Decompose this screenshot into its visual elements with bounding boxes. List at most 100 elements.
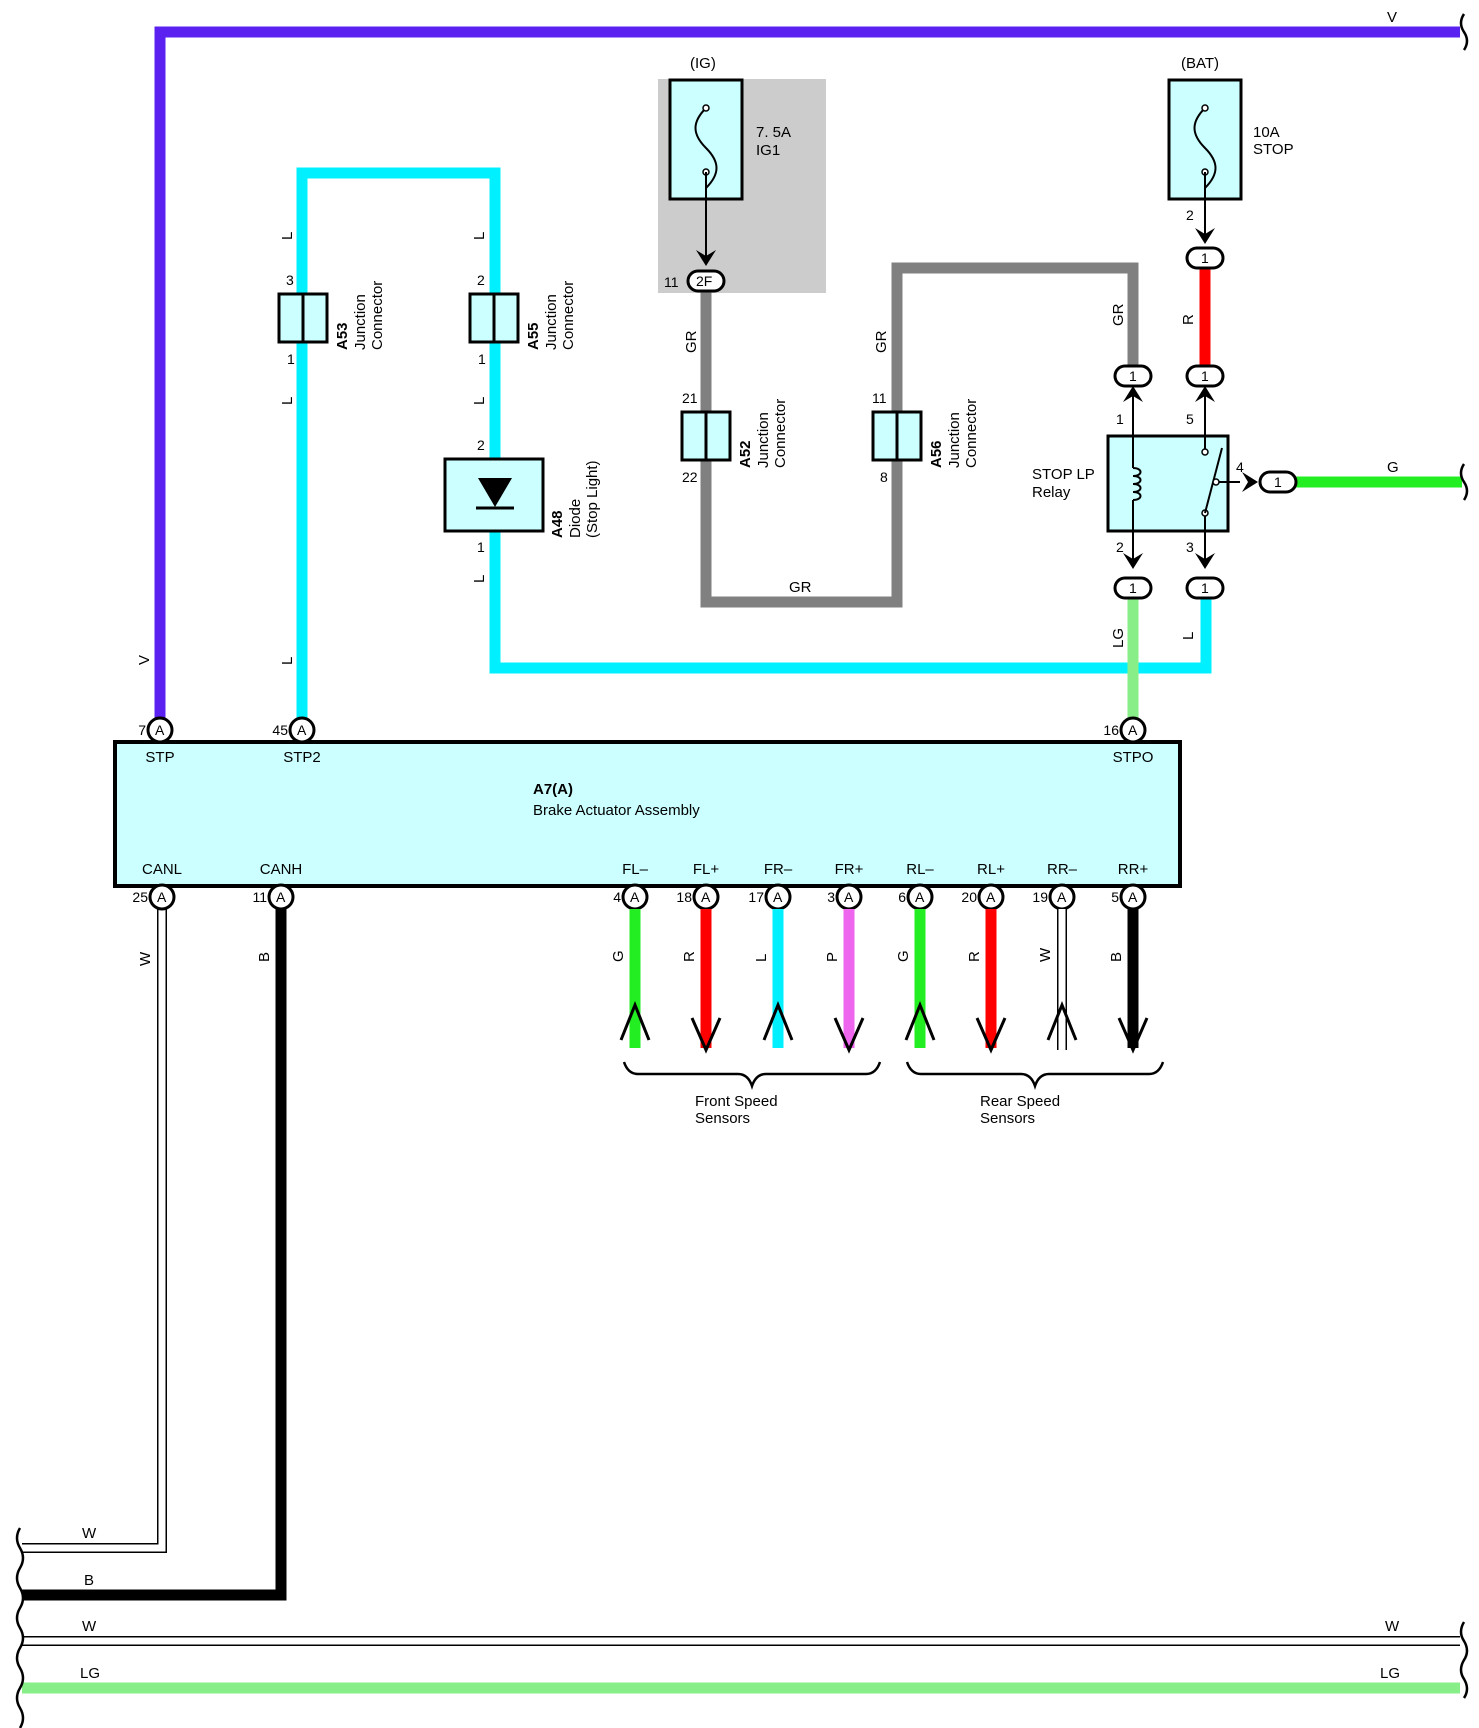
- break-mark: [15, 1527, 25, 1728]
- pin-number: 8: [880, 469, 888, 485]
- arrow-up-icon: [619, 1000, 651, 1041]
- wire-label-w: W: [82, 1525, 97, 1542]
- arrow-up-icon: [904, 1000, 936, 1041]
- pin-number: 6: [898, 889, 906, 905]
- pin-number: 2: [477, 272, 485, 288]
- pin-number: 1: [1116, 411, 1124, 427]
- connector-label: 2F: [696, 273, 712, 289]
- wire-label-gr: GR: [789, 579, 812, 596]
- svg-text:1: 1: [1201, 368, 1209, 384]
- connector-letter: A: [986, 889, 996, 905]
- pin-name: FL–: [622, 861, 649, 878]
- pin-name: RR–: [1047, 861, 1078, 878]
- connector-letter: A: [297, 722, 307, 738]
- diode-subtitle: (Stop Light): [584, 460, 601, 538]
- wire-label-b: B: [84, 1572, 94, 1589]
- wire-label: G: [895, 950, 912, 962]
- group-label: Sensors: [695, 1110, 750, 1127]
- pin-number: 3: [1186, 539, 1194, 555]
- wire-label-l: L: [471, 575, 488, 583]
- connector-letter: A: [701, 889, 711, 905]
- ecu-pin-rl-minus: RL–A6: [898, 861, 934, 911]
- ecu-id: A7(A): [533, 781, 573, 798]
- connector-letter: A: [630, 889, 640, 905]
- sensor-wire-1: G: [610, 909, 651, 1048]
- pin-number: 4: [613, 889, 621, 905]
- connector-subtitle: Connector: [963, 399, 980, 468]
- arrow-down-icon: [696, 250, 716, 266]
- wire-label-l: L: [279, 657, 296, 665]
- wire-label-lg: LG: [1110, 628, 1127, 648]
- arrow-down-icon: [1123, 553, 1143, 569]
- wire-label-gr: GR: [683, 330, 700, 353]
- connector-id: A53: [334, 322, 351, 350]
- pin-number: 1: [477, 539, 485, 555]
- sensor-wire-3: L: [753, 909, 794, 1048]
- group-label: Rear Speed: [980, 1093, 1060, 1110]
- brace-icon: [905, 1061, 1165, 1090]
- sensor-wire-2: R: [681, 909, 722, 1054]
- pin-name: FR+: [835, 861, 864, 878]
- pin-number: 2: [477, 437, 485, 453]
- sensor-wire-4: P: [824, 909, 865, 1054]
- svg-text:1: 1: [1201, 580, 1209, 596]
- connector-title: Junction: [755, 412, 772, 468]
- connector-letter: A: [157, 889, 167, 905]
- wire-label: R: [681, 951, 698, 962]
- group-label: Front Speed: [695, 1093, 778, 1110]
- pin-number: 5: [1186, 411, 1194, 427]
- fuse-icon: [694, 107, 718, 189]
- arrow-up-icon: [1195, 386, 1215, 402]
- fuse-icon: [1193, 107, 1217, 189]
- wire-w-canl: [22, 905, 167, 1553]
- pin-number: 3: [827, 889, 835, 905]
- pin-number: 1: [287, 351, 295, 367]
- fuse-name: IG1: [756, 142, 780, 159]
- fuse-supply-label: (IG): [690, 55, 716, 72]
- wire-label: B: [1108, 952, 1125, 962]
- connector-letter: A: [773, 889, 783, 905]
- fuse-rating: 10A: [1253, 124, 1280, 141]
- pin-number: 2: [1116, 539, 1124, 555]
- connector-letter: A: [915, 889, 925, 905]
- fuse-rating: 7. 5A: [756, 124, 791, 141]
- connector-id: A56: [928, 440, 945, 468]
- ecu-pin-fr-plus: FR+A3: [827, 861, 864, 911]
- brace-icon: [622, 1061, 882, 1090]
- pin-number: 18: [676, 889, 692, 905]
- wire-label: P: [824, 952, 841, 962]
- pin-number: 11: [252, 889, 267, 905]
- pin-number: 4: [1236, 459, 1244, 475]
- relay-connector: [1258, 470, 1298, 494]
- svg-text:1: 1: [1129, 580, 1137, 596]
- ecu-pin-fr-minus: FR–A17: [748, 861, 793, 911]
- svg-text:1: 1: [1129, 368, 1137, 384]
- wire-label-w: W: [1385, 1618, 1400, 1635]
- pin-number: 2: [1186, 207, 1194, 223]
- group-label: Sensors: [980, 1110, 1035, 1127]
- arrow-down-icon: [833, 1017, 865, 1054]
- arrow-down-icon: [975, 1017, 1007, 1054]
- pin-number: 19: [1032, 889, 1048, 905]
- pin-number: 11: [664, 274, 679, 290]
- wire-label-l: L: [471, 232, 488, 240]
- junction-a55: 2 1 A55 Junction Connector: [468, 272, 577, 367]
- pin-number: 45: [272, 722, 288, 738]
- connector-letter: A: [1057, 889, 1067, 905]
- front-sensors-group: Front Speed Sensors: [622, 1061, 882, 1127]
- wire-label-lg: LG: [1380, 1665, 1400, 1682]
- fuse-supply-label: (BAT): [1181, 55, 1219, 72]
- svg-text:1: 1: [1274, 474, 1282, 490]
- sensor-wire-7: W: [1037, 909, 1078, 1050]
- wire-b-canh: [22, 905, 287, 1601]
- relay-subtitle: Relay: [1032, 484, 1071, 501]
- pin-number: 17: [748, 889, 764, 905]
- wire-label-l: L: [1180, 632, 1197, 640]
- wire-label: L: [753, 954, 770, 962]
- ecu-pin-rr-plus: RR+A5: [1111, 861, 1148, 911]
